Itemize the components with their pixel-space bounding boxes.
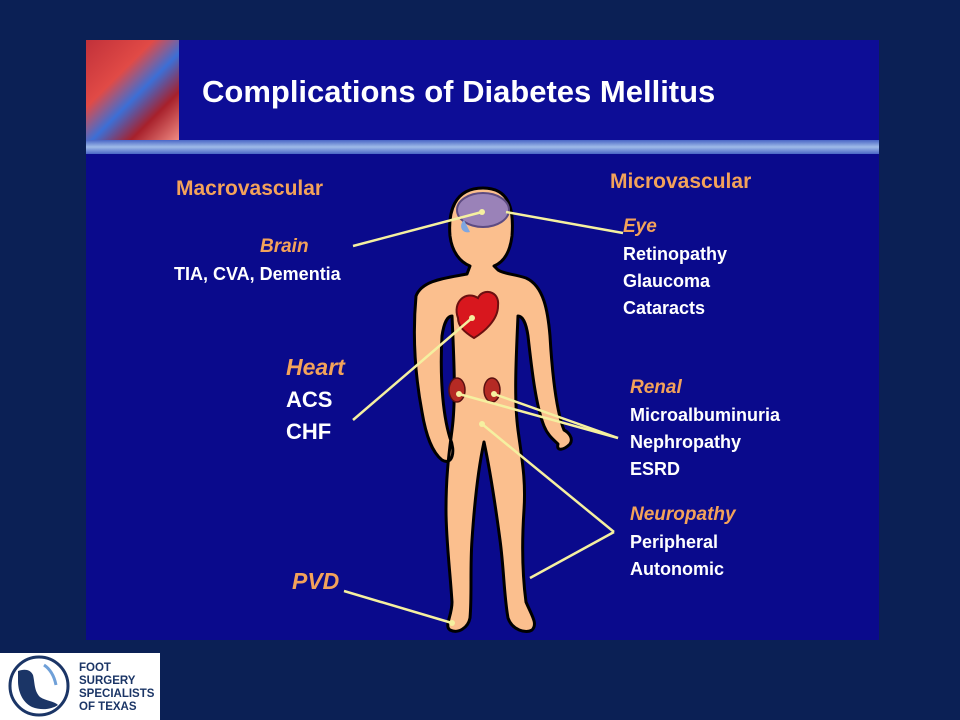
- neuropathy-category-label: Neuropathy: [630, 504, 736, 525]
- cerebellum-organ: [461, 220, 470, 233]
- heart-connector-line: [352, 317, 473, 421]
- brain-category-label: Brain: [260, 236, 309, 257]
- company-logo: FOOT SURGERY SPECIALISTS OF TEXAS: [0, 653, 160, 720]
- logo-text-line: FOOT: [79, 662, 111, 674]
- renal-item-esrd: ESRD: [630, 459, 681, 479]
- macrovascular-header: Macrovascular: [176, 177, 324, 200]
- brain-connector-dot: [479, 209, 485, 215]
- title-divider: [86, 140, 879, 154]
- eye-category-label: Eye: [623, 216, 657, 237]
- left-kidney-organ: [448, 377, 466, 403]
- heart-organ: [455, 290, 500, 340]
- pvd-category-label: PVD: [292, 568, 340, 594]
- pvd-connector-line: [343, 589, 453, 625]
- renal-connector-dot-left: [456, 391, 462, 397]
- brain-item: TIA, CVA, Dementia: [174, 264, 341, 284]
- heart-category-label: Heart: [286, 354, 345, 380]
- foot-logo-icon: [8, 655, 70, 717]
- logo-text: FOOT SURGERY SPECIALISTS OF TEXAS: [79, 662, 154, 714]
- microvascular-header: Microvascular: [610, 170, 752, 193]
- neuropathy-connector-line-peripheral: [481, 423, 615, 533]
- brain-connector-line: [352, 210, 483, 248]
- logo-text-line: SURGERY: [79, 675, 136, 687]
- pvd-connector-dot: [449, 620, 455, 626]
- heart-item-acs: ACS: [286, 387, 333, 412]
- neuropathy-connector-dot: [479, 421, 485, 427]
- logo-text-line: SPECIALISTS: [79, 688, 155, 700]
- human-body-silhouette: [412, 186, 573, 633]
- renal-item-nephropathy: Nephropathy: [630, 432, 742, 452]
- neuropathy-connector-line-autonomic: [529, 530, 615, 580]
- renal-connector-line-left: [458, 392, 619, 440]
- eye-connector-line: [505, 210, 624, 235]
- eye-item-cataracts: Cataracts: [623, 298, 706, 318]
- neuropathy-item-peripheral: Peripheral: [630, 532, 719, 552]
- logo-text-line: OF TEXAS: [79, 701, 137, 713]
- renal-item-microalbuminuria: Microalbuminuria: [630, 405, 781, 425]
- heart-item-chf: CHF: [286, 419, 332, 444]
- renal-connector-line-right: [493, 392, 619, 440]
- slide: Complications of Diabetes Mellitus: [86, 40, 879, 640]
- renal-connector-dot-right: [491, 391, 497, 397]
- neuropathy-item-autonomic: Autonomic: [630, 559, 724, 579]
- heart-connector-dot: [469, 315, 475, 321]
- eye-item-retinopathy: Retinopathy: [623, 244, 728, 264]
- blood-vessel-image: [86, 40, 179, 140]
- body-diagram: [343, 186, 624, 633]
- eye-item-glaucoma: Glaucoma: [623, 271, 711, 291]
- right-kidney-organ: [483, 377, 501, 403]
- title-bar: Complications of Diabetes Mellitus: [86, 40, 879, 140]
- renal-category-label: Renal: [630, 377, 682, 398]
- slide-title: Complications of Diabetes Mellitus: [202, 74, 716, 109]
